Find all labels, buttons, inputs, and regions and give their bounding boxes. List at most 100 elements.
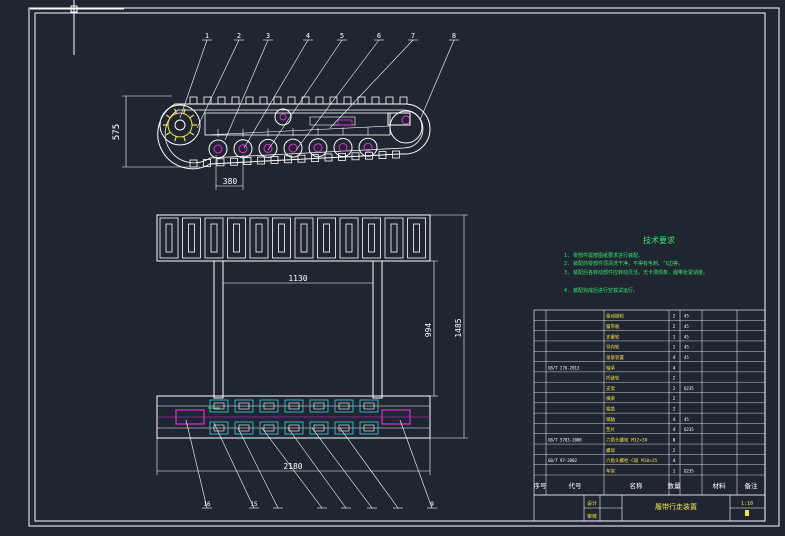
bom-qty: 2 [673, 324, 676, 330]
grouser [230, 157, 238, 166]
callout-bottom [287, 427, 351, 509]
dimension-inner-length-label: 994 [424, 323, 433, 338]
outer-frame [28, 7, 780, 527]
idler-wheel [387, 110, 423, 144]
bom-header-cell: 序号 [534, 481, 548, 490]
dimension-pitch-label: 380 [223, 177, 238, 186]
bom-row: 横梁 2 [606, 395, 676, 402]
callout-number: 6 [377, 32, 381, 40]
dimension-overall-width-label: 2180 [283, 462, 302, 471]
grouser [392, 150, 400, 159]
lower-plate [309, 399, 329, 435]
bom-qty: 2 [673, 386, 676, 392]
callout-bottom: 16 [185, 419, 212, 509]
bom-material: Q235 [684, 386, 694, 391]
lower-plate [234, 399, 254, 435]
track-plate [384, 217, 404, 259]
callout-top: 3 [224, 32, 273, 141]
callout-number: 5 [340, 32, 344, 40]
callout-number: 16 [203, 501, 211, 508]
sprocket-tooth [165, 131, 171, 136]
callout-number: 3 [266, 32, 270, 40]
technical-requirements: 技术要求 1. 零部件需按图纸要求进行装配。 2. 装配前零部件须清洗干净，不得… [564, 235, 708, 294]
callout-bottom: 9 [399, 419, 437, 509]
grouser [203, 158, 211, 167]
bom-qty: 1 [673, 334, 676, 340]
bom-material: 45 [684, 417, 689, 422]
title-block-label-review: 审核 [587, 513, 597, 520]
bom-name: 端盖 [606, 406, 615, 413]
title-block-label-design: 设计 [587, 500, 597, 507]
tech-req-item-4: 4. 装配完成后进行空载试运行。 [564, 287, 638, 294]
bom-material: 45 [684, 324, 689, 329]
road-wheel [283, 128, 303, 158]
tech-req-item-1: 1. 零部件需按图纸要求进行装配。 [564, 252, 643, 259]
dimension-inner-width-label: 1130 [288, 274, 307, 283]
bom-qty: 4 [673, 365, 676, 371]
callout-number: 7 [411, 32, 415, 40]
dimension-overall-length-label: 1485 [454, 318, 463, 337]
grouser [315, 96, 324, 105]
road-wheel [208, 129, 228, 159]
callout-top: 5 [267, 32, 347, 151]
top-view: 1130 2180 994 1485 [156, 214, 468, 475]
grouser [338, 152, 346, 161]
bom-qty: 8 [673, 437, 676, 443]
drawing-title: 履带行走装置 [655, 502, 697, 511]
callout-number: 4 [306, 32, 310, 40]
bom-qty: 2 [673, 396, 676, 402]
dimension-lengths [382, 214, 468, 439]
dimension-pitch [215, 155, 244, 190]
sprocket-tooth [183, 136, 186, 142]
bom-name: 履带板 [606, 323, 620, 330]
bom-name: 六角头螺栓-C级 M10×25 [606, 457, 658, 464]
bom-name: 六角头螺栓 M12×30 [606, 436, 648, 443]
tech-req-item-3: 3. 装配后各转动部件应转动灵活，无卡滞现象，履带张紧适度。 [564, 269, 708, 276]
track-plate [407, 217, 426, 259]
grouser [324, 153, 333, 162]
callout-bottom [237, 427, 283, 509]
bom-material: 45 [684, 345, 689, 350]
bom-name: 销轴 [606, 416, 615, 423]
callout-top: 4 [243, 32, 313, 149]
bom-qty: 4 [673, 355, 676, 361]
callout-bottom [311, 427, 377, 509]
grouser [245, 96, 254, 105]
road-wheel [358, 127, 378, 157]
grouser [189, 159, 198, 168]
bom-header-cell: 备注 [745, 481, 759, 490]
bom-name: 螺母 [606, 447, 615, 454]
dimension-overall-width [156, 438, 431, 475]
track-plate [317, 217, 336, 259]
callout-top: 8 [419, 32, 459, 121]
grouser [311, 154, 319, 163]
bom-name: 导向轮 [606, 344, 620, 351]
bom-name: 托链轮 [606, 375, 620, 382]
bom-name: 横梁 [606, 395, 615, 402]
grouser [351, 152, 360, 161]
track-plate [227, 217, 246, 259]
grouser [399, 96, 408, 105]
callout-bottom: 15 [213, 422, 259, 509]
grouser [378, 151, 387, 160]
bom-header-cell: 名称 [630, 481, 644, 490]
callout-number: 2 [237, 32, 241, 40]
bom-qty: 4 [673, 417, 676, 423]
sprocket-tooth [174, 108, 177, 114]
bom-code: GB/T 5783-2000 [548, 437, 582, 442]
road-wheel [308, 127, 328, 158]
title-block [533, 494, 766, 522]
track-plate [294, 217, 314, 259]
